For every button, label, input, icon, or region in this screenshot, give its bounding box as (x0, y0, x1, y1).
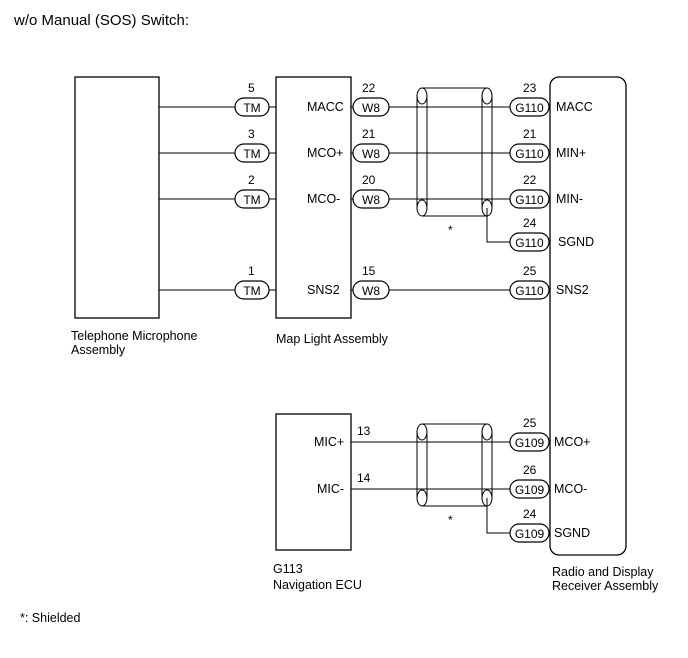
g110-connector-macc: G110 (509, 97, 550, 117)
tm-pin-mcop: 3 (248, 127, 255, 141)
radio-signal-mcom: MCO- (554, 482, 587, 496)
tm-pin-macc: 5 (248, 81, 255, 95)
g110-connector-mcop: G110 (509, 143, 550, 163)
w8-connector-mcop: W8 (352, 143, 390, 163)
g109-connector-sgnd: G109 (509, 523, 550, 543)
map-light-caption: Map Light Assembly (276, 332, 389, 346)
svg-text:W8: W8 (362, 193, 380, 207)
svg-text:G110: G110 (515, 101, 544, 115)
telephone-mic-caption-line1: Telephone Microphone (71, 329, 198, 343)
radio-signal-sns2: SNS2 (556, 283, 589, 297)
nav-ecu-caption-line1: G113 (273, 562, 303, 576)
shield-mark-lower: * (448, 513, 453, 527)
radio-signal-minm: MIN- (556, 192, 583, 206)
navigation-ecu-box (275, 413, 352, 551)
svg-text:W8: W8 (362, 147, 380, 161)
svg-text:G109: G109 (515, 527, 545, 541)
nav-pin-micp: 13 (357, 424, 371, 438)
w8-pin-mcop: 21 (362, 127, 376, 141)
g109-pin-mcom: 26 (523, 463, 537, 477)
w8-pin-macc: 22 (362, 81, 376, 95)
g110-connector-sgnd: G110 (509, 232, 550, 252)
svg-text:W8: W8 (362, 101, 380, 115)
g110-pin-sns2: 25 (523, 264, 537, 278)
map-signal-mcop: MCO+ (307, 146, 343, 160)
g109-connector-mcom: G109 (509, 479, 550, 499)
radio-signal-mcop: MCO+ (554, 435, 590, 449)
w8-connector-mcom: W8 (352, 189, 390, 209)
g110-pin-mcom: 22 (523, 173, 537, 187)
radio-display-receiver-box (549, 76, 627, 556)
shield-lower (416, 423, 493, 507)
svg-text:TM: TM (243, 147, 260, 161)
nav-signal-micm: MIC- (317, 482, 344, 496)
nav-ecu-caption-line2: Navigation ECU (273, 578, 362, 592)
w8-connector-sns2: W8 (352, 280, 390, 300)
radio-signal-macc: MACC (556, 100, 593, 114)
radio-signal-minp: MIN+ (556, 146, 586, 160)
svg-text:TM: TM (243, 101, 260, 115)
g110-pin-sgnd: 24 (523, 216, 537, 230)
map-signal-sns2: SNS2 (307, 283, 340, 297)
shield-upper (416, 87, 493, 217)
wires (159, 106, 550, 534)
g110-pin-mcop: 21 (523, 127, 537, 141)
nav-pin-micm: 14 (357, 471, 371, 485)
tm-pin-mcom: 2 (248, 173, 255, 187)
radio-caption-line2: Receiver Assembly (552, 579, 659, 593)
tm-pin-sns2: 1 (248, 264, 255, 278)
diagram-title: w/o Manual (SOS) Switch: (13, 12, 189, 29)
svg-text:W8: W8 (362, 284, 380, 298)
radio-signal-sgnd-2: SGND (554, 526, 590, 540)
w8-connector-macc: W8 (352, 97, 390, 117)
radio-caption-line1: Radio and Display (552, 565, 654, 579)
svg-text:G110: G110 (515, 147, 544, 161)
shield-mark-upper: * (448, 223, 453, 237)
g110-connector-mcom: G110 (509, 189, 550, 209)
g109-pin-sgnd: 24 (523, 507, 537, 521)
svg-text:TM: TM (243, 284, 260, 298)
g110-connector-sns2: G110 (509, 280, 550, 300)
tm-connector-mcop: TM (234, 143, 270, 163)
svg-text:G110: G110 (515, 284, 544, 298)
w8-pin-sns2: 15 (362, 264, 376, 278)
w8-pin-mcom: 20 (362, 173, 376, 187)
map-light-assembly-box (275, 76, 352, 319)
nav-signal-micp: MIC+ (314, 435, 344, 449)
radio-signal-sgnd-1: SGND (558, 235, 594, 249)
telephone-mic-caption-line2: Assembly (71, 343, 126, 357)
svg-text:TM: TM (243, 193, 260, 207)
tm-connector-macc: TM (234, 97, 270, 117)
g109-connector-mcop: G109 (509, 432, 550, 452)
map-signal-mcom: MCO- (307, 192, 340, 206)
svg-text:G110: G110 (515, 193, 544, 207)
g109-pin-mcop: 25 (523, 416, 537, 430)
svg-text:G109: G109 (515, 436, 545, 450)
svg-text:G109: G109 (515, 483, 545, 497)
map-signal-macc: MACC (307, 100, 344, 114)
tm-connector-mcom: TM (234, 189, 270, 209)
g110-pin-macc: 23 (523, 81, 537, 95)
footnote-shielded: *: Shielded (20, 611, 81, 625)
telephone-microphone-box (74, 76, 160, 319)
svg-text:G110: G110 (515, 236, 544, 250)
tm-connector-sns2: TM (234, 280, 270, 300)
